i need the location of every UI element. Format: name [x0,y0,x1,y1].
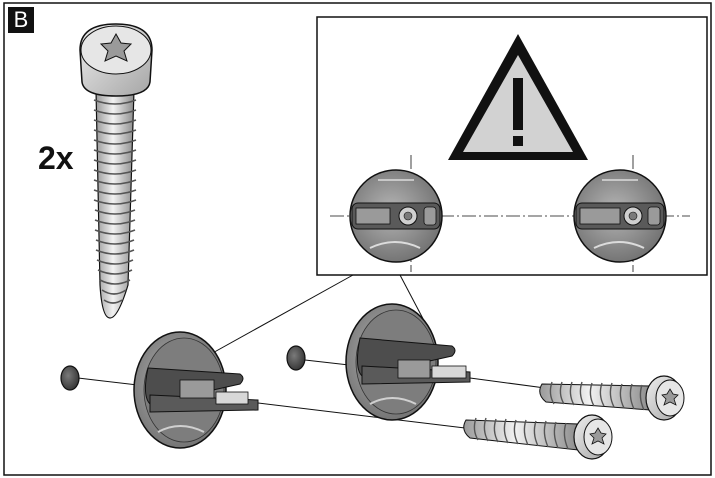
wall-plug-icon [286,345,306,371]
mounting-bracket-icon [345,303,471,421]
mounting-bracket-icon [133,331,259,449]
bracket-detail-right [573,169,667,263]
torx-screw-icon [79,23,153,319]
bracket-detail-left [349,169,443,263]
torx-screw-icon [539,375,685,421]
warning-triangle-icon [448,34,588,160]
outer-border [3,2,712,476]
quantity-label: 2x [38,140,74,176]
torx-screw-icon [463,414,613,460]
wall-plug-icon [60,365,80,391]
figure-label: B [8,7,34,33]
